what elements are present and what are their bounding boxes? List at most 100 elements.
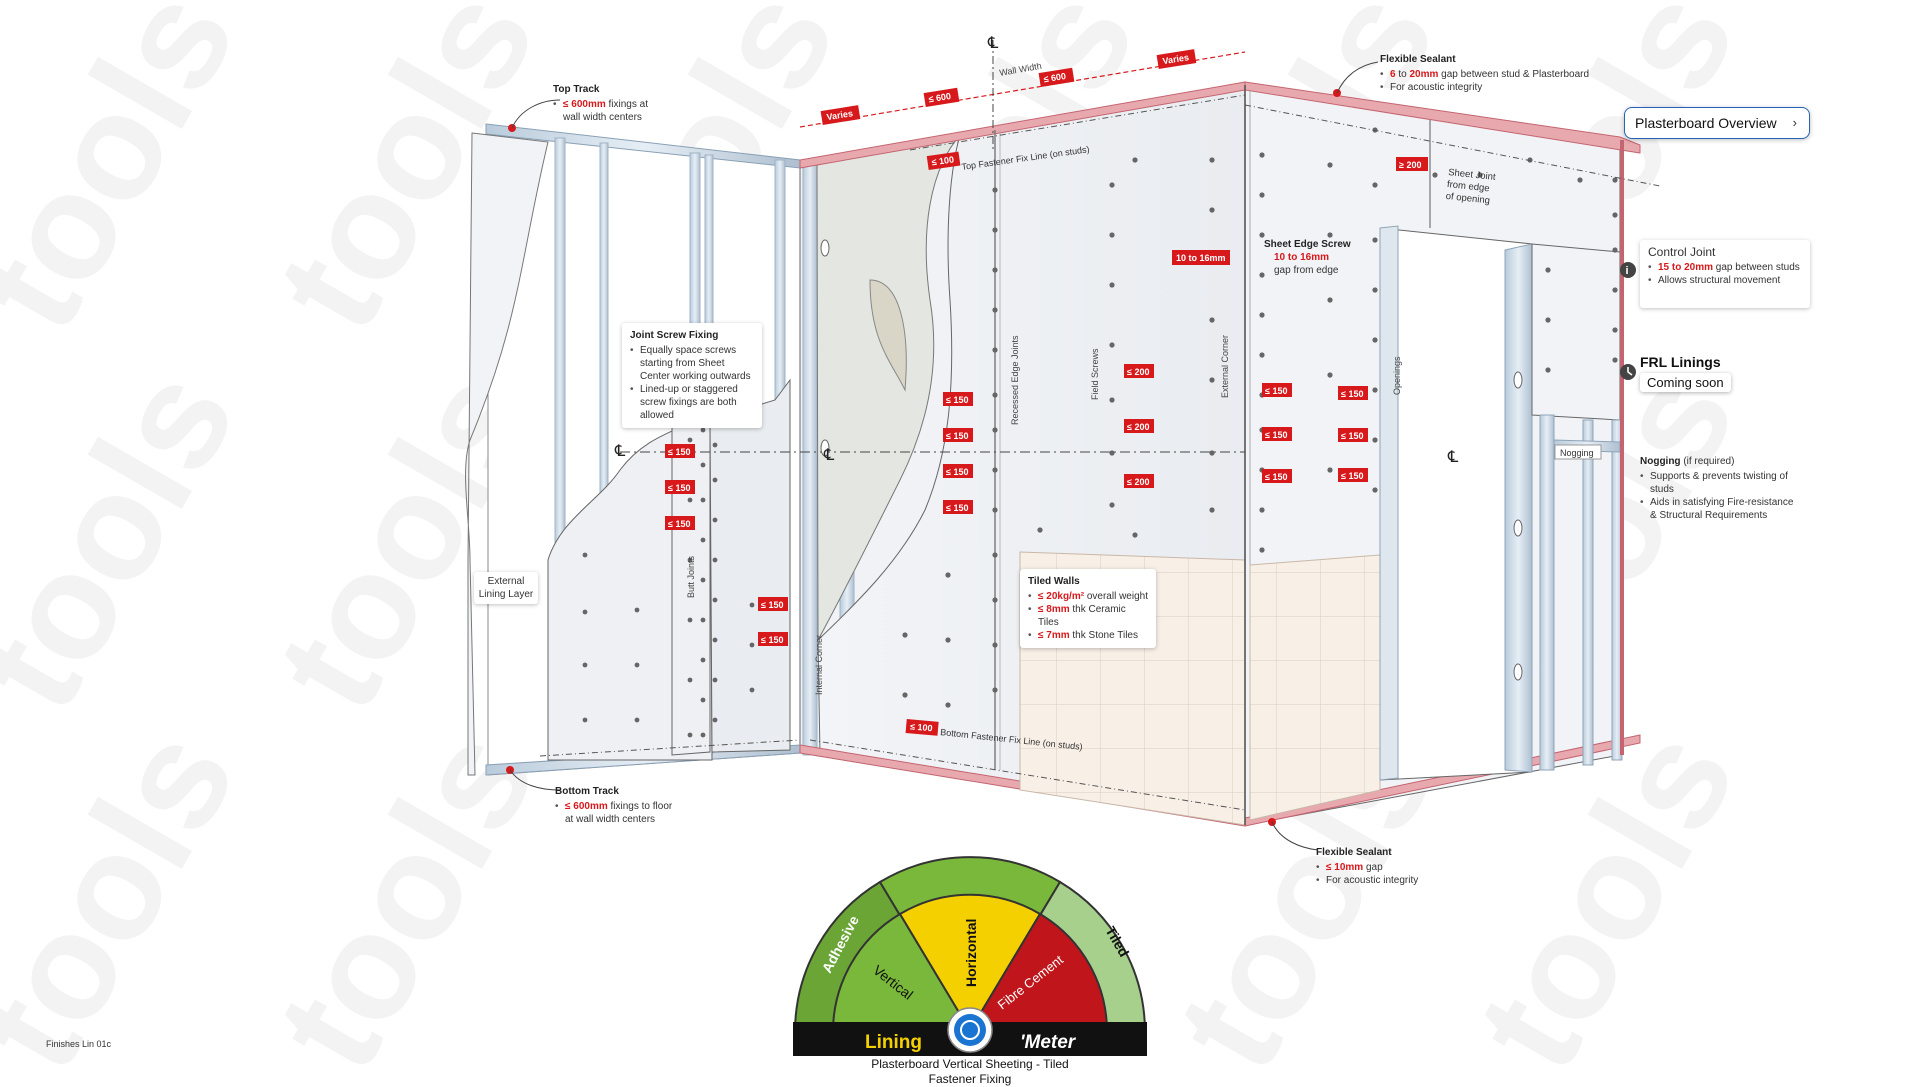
right-wall-screws (1259, 127, 1618, 553)
external-lining-text: External Lining Layer (478, 576, 534, 600)
sheet-edge-screw-title: Sheet Edge Screw (1264, 239, 1351, 250)
svg-text:Nogging: Nogging (1560, 448, 1594, 458)
openings-label: Openings (1392, 356, 1402, 395)
meter-caption: Plasterboard Vertical Sheeting - Tiled F… (790, 1057, 1150, 1087)
external-lining-callout: External Lining Layer (474, 572, 538, 604)
centerline-mid: ℄ (823, 447, 835, 464)
meter-fasteners-label: Fasteners (940, 842, 1006, 858)
badge-100-top: ≤ 100 (926, 151, 961, 170)
svg-text:≤ 150: ≤ 150 (1341, 389, 1363, 399)
badge-group-openings: ≤ 150 ≤ 150 ≤ 150 (1338, 386, 1368, 482)
badge-200-opening: ≥ 200 (1396, 157, 1428, 171)
control-joint-item1: 15 to 20mm gap between studs (1648, 261, 1802, 274)
frl-coming-soon: Coming soon (1640, 373, 1731, 392)
control-joint-info-icon[interactable]: i (1620, 262, 1636, 278)
badge-group-joint: ≤ 150 ≤ 150 ≤ 150 (665, 444, 695, 530)
badge-600-left: ≤ 600 (923, 87, 960, 107)
sheet-edge-screw-callout: Sheet Edge Screw 10 to 16mm gap from edge (1264, 238, 1364, 277)
lining-meter: Adhesive Fasteners Tiled Vertical Horizo… (793, 842, 1147, 1056)
left-wall-screws (582, 427, 755, 738)
svg-text:≥ 200: ≥ 200 (1399, 160, 1421, 170)
control-joint-title: Control Joint (1648, 245, 1716, 259)
bottom-track-title: Bottom Track (555, 786, 619, 797)
svg-text:≤ 150: ≤ 150 (1265, 386, 1287, 396)
svg-text:≤ 200: ≤ 200 (1127, 422, 1149, 432)
svg-text:≤ 150: ≤ 150 (668, 483, 690, 493)
butt-joints-label: Butt Joints (686, 555, 696, 598)
nogging-callout: Nogging (if required) Supports & prevent… (1640, 455, 1800, 522)
joint-screw-title: Joint Screw Fixing (630, 330, 719, 341)
sheet-edge-screw-line2: gap from edge (1274, 265, 1339, 276)
flexible-sealant-top-callout: Flexible Sealant 6 to 20mm gap between s… (1380, 53, 1600, 94)
svg-text:≤ 200: ≤ 200 (1127, 477, 1149, 487)
tiled-walls-title: Tiled Walls (1028, 576, 1080, 587)
external-corner-label: External Corner (1220, 335, 1230, 398)
svg-text:≤ 150: ≤ 150 (1341, 431, 1363, 441)
bottom-track-callout: Bottom Track ≤ 600mm fixings to floorat … (555, 785, 685, 826)
badge-100-bottom: ≤ 100 (905, 719, 939, 736)
plasterboard-overview-label: Plasterboard Overview (1635, 115, 1777, 131)
top-track-pin (508, 124, 516, 132)
meter-meter-label: 'Meter (1020, 1032, 1077, 1053)
badge-varies-left: Varies (820, 105, 861, 125)
external-lining-sheet (465, 132, 549, 776)
flexible-sealant-bottom-callout: Flexible Sealant ≤ 10mm gap For acoustic… (1316, 846, 1446, 887)
meter-caption-line1: Plasterboard Vertical Sheeting - Tiled (871, 1057, 1069, 1071)
flexible-sealant-top-title: Flexible Sealant (1380, 54, 1456, 65)
middle-wall-screws (902, 157, 1215, 708)
right-wall (820, 61, 1661, 851)
svg-text:≤ 100: ≤ 100 (931, 154, 955, 167)
svg-text:≤ 150: ≤ 150 (761, 600, 783, 610)
internal-corner-label: Internal Corner (814, 635, 824, 695)
joint-screw-item1: Equally space screws starting from Sheet… (630, 344, 754, 383)
nogging-title: Nogging (1640, 456, 1681, 467)
field-screws-label: Field Screws (1090, 348, 1100, 400)
frl-linings[interactable]: FRL Linings Coming soon (1640, 354, 1731, 392)
badge-group-field: ≤ 200 ≤ 200 ≤ 200 (1124, 364, 1154, 488)
control-joint-item2: Allows structural movement (1648, 274, 1802, 287)
nogging-item2: Aids in satisfying Fire-resistance & Str… (1640, 496, 1800, 522)
centerline-top: ℄ (987, 35, 999, 52)
control-joint-callout[interactable]: Control Joint 15 to 20mm gap between stu… (1640, 240, 1810, 308)
nogging-item1: Supports & prevents twisting of studs (1640, 470, 1800, 496)
flexible-sealant-top-item1: 6 to 20mm gap between stud & Plasterboar… (1380, 68, 1600, 81)
nogging-tag: Nogging (1554, 444, 1602, 460)
svg-text:≤ 150: ≤ 150 (668, 519, 690, 529)
svg-text:≤ 600: ≤ 600 (1043, 71, 1067, 84)
svg-text:i: i (1626, 265, 1629, 277)
svg-text:≤ 150: ≤ 150 (946, 431, 968, 441)
tiled-walls-item2: ≤ 8mm thk Ceramic Tiles (1028, 603, 1148, 629)
svg-text:tools: tools (0, 702, 267, 1080)
badge-group-recessed: ≤ 150 ≤ 150 ≤ 150 ≤ 150 (943, 392, 973, 514)
tiled-walls-callout: Tiled Walls ≤ 20kg/m² overall weight ≤ 8… (1020, 569, 1156, 648)
centerline-left: ℄ (614, 443, 626, 460)
svg-text:≤ 150: ≤ 150 (946, 467, 968, 477)
svg-text:≤ 150: ≤ 150 (946, 503, 968, 513)
meter-dial (954, 1014, 986, 1046)
svg-text:≤ 100: ≤ 100 (910, 721, 933, 733)
left-wall (465, 99, 801, 791)
centerline-right: ℄ (1447, 449, 1459, 466)
svg-text:Varies: Varies (826, 108, 854, 122)
svg-text:≤ 600: ≤ 600 (928, 91, 952, 104)
svg-text:≤ 150: ≤ 150 (946, 395, 968, 405)
plasterboard-overview-button[interactable]: Plasterboard Overview › (1624, 107, 1810, 139)
badge-varies-right: Varies (1156, 49, 1197, 69)
svg-text:10 to 16mm: 10 to 16mm (1176, 253, 1226, 263)
svg-text:≤ 200: ≤ 200 (1127, 367, 1149, 377)
svg-text:Varies: Varies (1162, 52, 1190, 66)
joint-screw-callout: Joint Screw Fixing Equally space screws … (622, 323, 762, 428)
tiled-walls-item1: ≤ 20kg/m² overall weight (1028, 590, 1148, 603)
svg-text:tools: tools (0, 342, 267, 736)
sheet-edge-screw-value: 10 to 16mm (1274, 252, 1330, 263)
frl-clock-icon[interactable] (1620, 364, 1636, 380)
svg-text:≤ 150: ≤ 150 (761, 635, 783, 645)
sheet-joint-label: Sheet Jointfrom edgeof opening (1445, 167, 1496, 207)
badge-600-right: ≤ 600 (1038, 67, 1075, 87)
top-track-title: Top Track (553, 84, 600, 95)
drawing-id: Finishes Lin 01c (46, 1039, 112, 1049)
